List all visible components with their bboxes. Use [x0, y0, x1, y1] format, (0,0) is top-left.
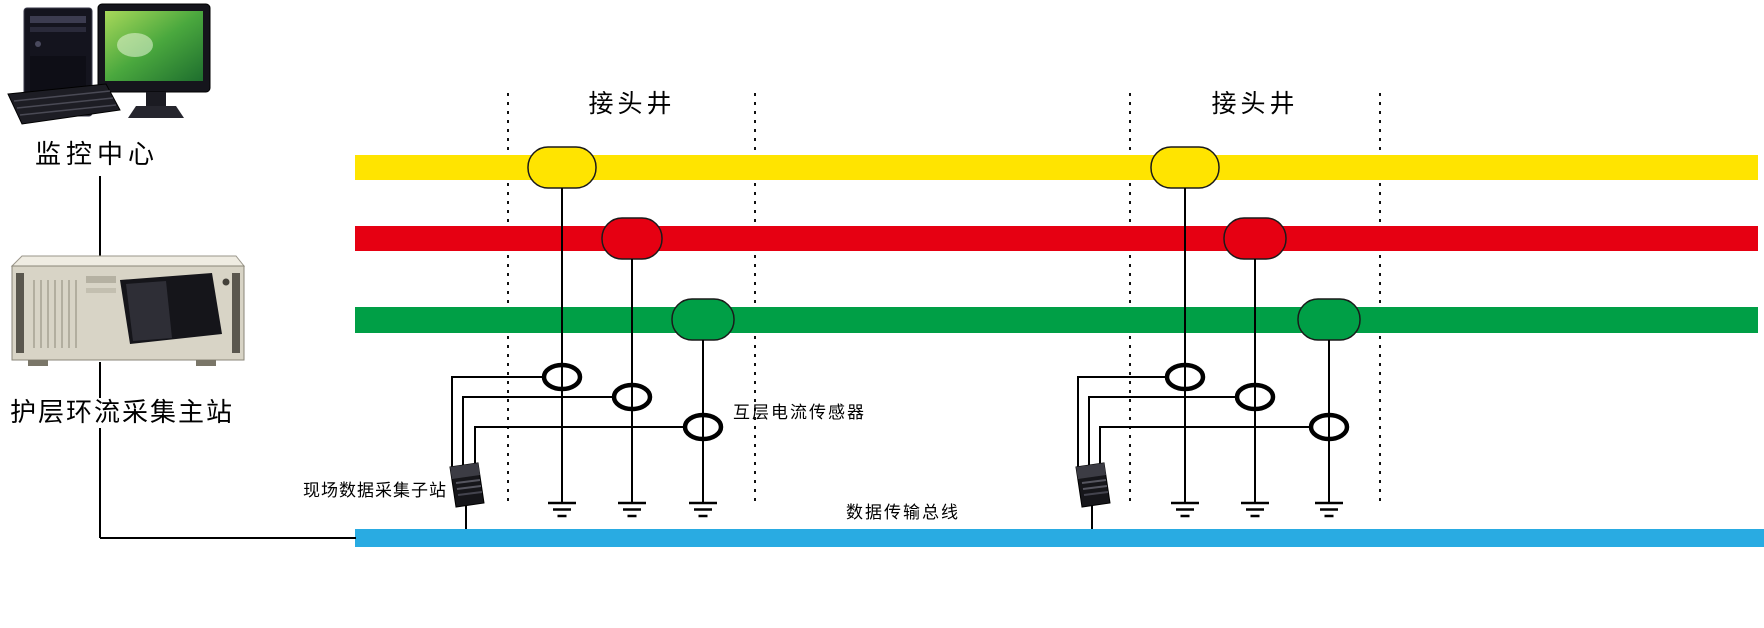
earth-ground-icon — [687, 501, 719, 518]
cable-joint-yellow-1 — [527, 146, 597, 189]
cable-joint-green-2 — [1297, 298, 1361, 341]
station-connection-lines — [99, 176, 356, 539]
cable-joint-red-2 — [1223, 217, 1287, 260]
master-station-label: 护层环流采集主站 — [0, 397, 244, 428]
earth-ground-icon — [1169, 501, 1201, 518]
earth-ground-icon — [616, 501, 648, 518]
monitoring-center-label: 监控中心 — [34, 139, 159, 169]
cable-joint-yellow-2 — [1150, 146, 1220, 189]
earth-ground-icon — [1239, 501, 1271, 518]
phase-green-cable — [355, 307, 1758, 333]
cable-joint-red-1 — [601, 217, 663, 260]
data-collector-device-icon — [449, 462, 485, 508]
grounding-conductors — [561, 188, 1330, 503]
sheath-current-sensor-label: 互层电流传感器 — [733, 403, 866, 422]
rackmount-server-icon — [10, 255, 246, 366]
data-bus-line — [355, 529, 1764, 547]
joint-well-label-1: 接头井 — [588, 90, 676, 118]
earth-ground-icon — [1313, 501, 1345, 518]
joint-well-label-2: 接头井 — [1211, 90, 1299, 118]
field-substation-label: 现场数据采集子站 — [303, 481, 447, 500]
data-collector-device-icon — [1075, 462, 1111, 508]
cable-joint-green-1 — [671, 298, 735, 341]
phase-red-cable — [355, 226, 1758, 251]
earth-ground-icon — [546, 501, 578, 518]
joint-well-boundaries — [507, 93, 1381, 507]
data-bus-label: 数据传输总线 — [846, 503, 960, 522]
desktop-computer-icon — [7, 3, 211, 125]
sensor-signal-wires — [451, 376, 1311, 529]
